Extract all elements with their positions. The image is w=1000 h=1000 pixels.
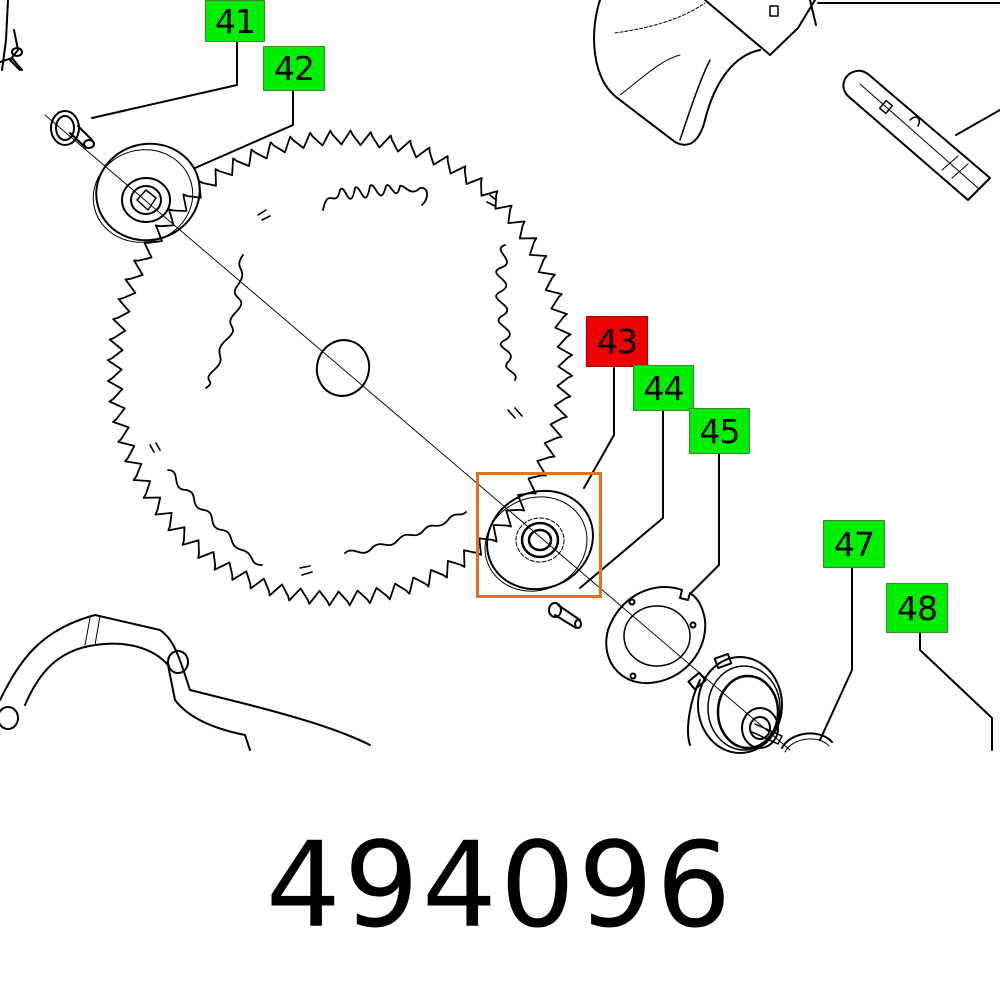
leader-48 xyxy=(919,631,993,751)
o-ring-part xyxy=(781,732,833,753)
leader-45 xyxy=(691,453,720,593)
callout-43-selected[interactable]: 43 xyxy=(586,316,648,367)
part-number: 494096 xyxy=(265,816,735,954)
spindle-bearing-part xyxy=(687,652,783,754)
callout-47[interactable]: 47 xyxy=(823,520,885,568)
leader-41 xyxy=(91,41,238,119)
pin-part xyxy=(548,602,582,629)
leader-lines xyxy=(91,41,993,751)
screw-part xyxy=(50,110,95,149)
exploded-parts-diagram xyxy=(0,0,1000,754)
shaft-part xyxy=(842,69,1000,201)
callout-42[interactable]: 42 xyxy=(263,46,325,91)
leader-43 xyxy=(583,367,615,489)
outer-flange-part xyxy=(92,142,201,243)
bracket-fragment xyxy=(0,0,23,71)
saw-blade-part xyxy=(106,129,574,607)
callout-48[interactable]: 48 xyxy=(886,583,948,633)
callout-41[interactable]: 41 xyxy=(205,0,265,42)
washer-plate-part xyxy=(605,585,707,685)
selected-part-highlight[interactable] xyxy=(476,472,602,598)
assembly-axis-line xyxy=(44,114,791,751)
leader-47 xyxy=(819,566,853,741)
blade-guard-part xyxy=(593,0,1000,146)
callout-44[interactable]: 44 xyxy=(633,365,694,411)
leader-42 xyxy=(194,89,294,169)
lever-arm-part xyxy=(0,614,371,751)
callout-45[interactable]: 45 xyxy=(689,408,750,454)
leader-44 xyxy=(579,409,664,589)
inner-flange-part xyxy=(484,489,594,592)
